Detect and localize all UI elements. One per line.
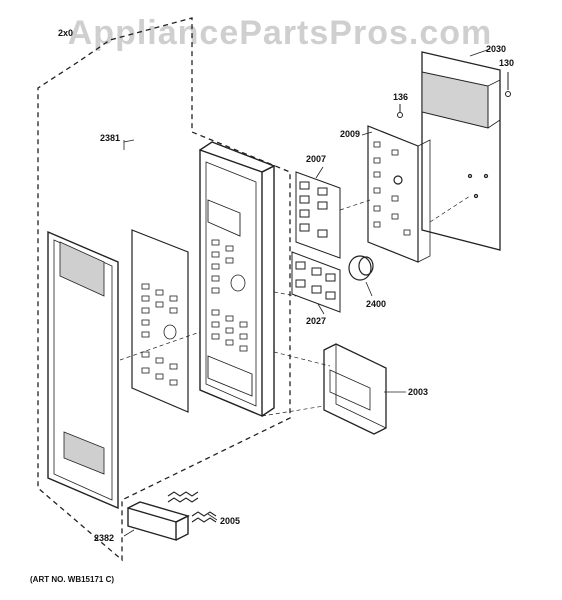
control-board [367, 125, 431, 263]
spring-upper [167, 491, 199, 503]
switch-board-upper [295, 171, 341, 259]
control-housing [199, 141, 276, 418]
leader-lines [123, 48, 491, 537]
membrane-keypad [131, 229, 189, 413]
art-number-note: (ART NO. WB15171 C) [30, 575, 115, 584]
switch-board-lower [291, 251, 341, 313]
callout-2381: 2381 [100, 133, 121, 143]
callout-2007: 2007 [306, 154, 327, 164]
screw-136 [397, 104, 403, 118]
callout-2003: 2003 [408, 387, 429, 397]
assembly-boundary [37, 17, 291, 562]
knob [348, 255, 374, 281]
latch-lever [323, 343, 387, 435]
screw-130 [505, 72, 511, 97]
callout-130: 130 [499, 58, 515, 68]
callout-2030: 2030 [486, 44, 507, 54]
callout-2005: 2005 [220, 516, 241, 526]
callout-2027: 2027 [306, 316, 327, 326]
spring-lower [191, 511, 217, 523]
guide-lines [119, 195, 471, 417]
callout-2382: 2382 [94, 533, 115, 543]
shield-plate [421, 51, 501, 251]
callout-2009: 2009 [340, 129, 361, 139]
callout-2400: 2400 [366, 299, 387, 309]
callout-2xx: 2x0 [58, 28, 74, 38]
trim-frame [47, 230, 119, 510]
release-button [127, 501, 190, 541]
callout-136: 136 [393, 92, 409, 102]
